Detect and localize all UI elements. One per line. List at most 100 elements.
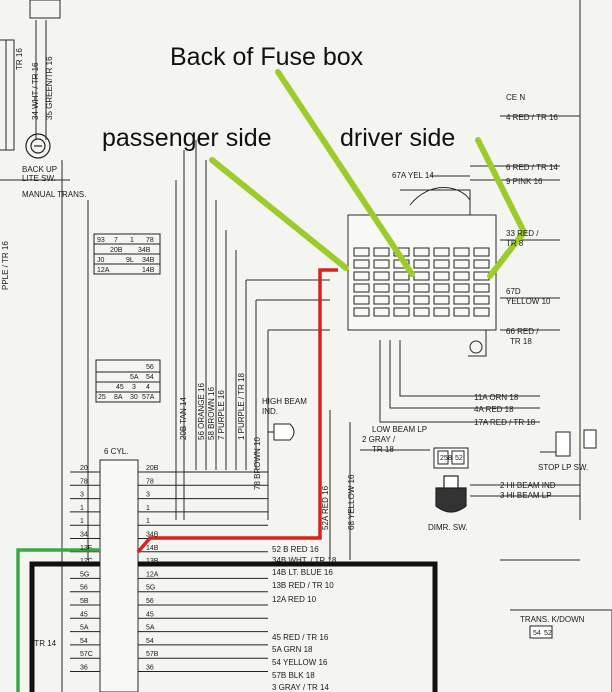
pin-label-right: 34B	[146, 532, 159, 539]
fuse-cell	[433, 283, 450, 293]
label-red33b: TR 8	[506, 239, 524, 248]
pin-label-right: 5G	[146, 585, 155, 592]
pin-label-left: 13F	[80, 545, 92, 552]
relay-r3c: 34B	[142, 257, 155, 264]
pin-label-right: 57B	[146, 651, 159, 658]
label-yellow: 68 YELLOW 16	[347, 474, 356, 530]
label-cyl: 6 CYL.	[104, 447, 128, 456]
fuse-cell	[373, 295, 390, 305]
pin-label-left: 34	[80, 532, 88, 539]
label-hib2: 3 HI BEAM LP	[500, 491, 552, 500]
label-orn: 11A ORN 18	[474, 393, 519, 402]
backup-line1: BACK UP	[22, 165, 57, 174]
fuse-cell	[433, 259, 450, 269]
relay-r8c: 30	[130, 394, 138, 401]
relay-r7: 45	[116, 384, 124, 391]
pin-label-right: 3	[146, 492, 150, 499]
label-red33a: 33 RED /	[506, 229, 539, 238]
fuse-cell	[413, 295, 430, 305]
fuse-cell	[453, 295, 470, 305]
label-high2: IND.	[262, 407, 278, 416]
label-b1: 52 B RED 16	[272, 545, 319, 554]
dimmer-switch	[435, 475, 467, 513]
pin-label-right: 14B	[146, 545, 159, 552]
label-trans: TRANS. K/DOWN	[520, 615, 585, 624]
fuse-box-grid	[353, 247, 490, 317]
relay-r6: 5A	[130, 374, 139, 381]
relay-r6b: 54	[146, 374, 154, 381]
label-red16: 4 RED / TR 16	[506, 113, 558, 122]
label-high1: HIGH BEAM	[262, 397, 307, 406]
relay-r3: J0	[97, 257, 105, 264]
pin-label-left: 5G	[80, 571, 89, 578]
black-wire	[138, 561, 438, 692]
label-b9: 57B BLK 18	[272, 671, 315, 680]
fuse-cell	[453, 271, 470, 281]
trans-kickdown-connector	[529, 625, 553, 639]
relay-r2b: 34B	[138, 247, 151, 254]
fuse-cell	[453, 259, 470, 269]
label-orange: 56 ORANGE 16	[197, 383, 206, 440]
pin-label-left: 36	[80, 665, 88, 672]
relay-r2: 20B	[110, 247, 123, 254]
fuse-cell	[413, 247, 430, 257]
fuse-cell	[373, 247, 390, 257]
label-yel14: 67A YEL 14	[392, 171, 434, 180]
fuse-cell	[473, 295, 490, 305]
fuse-cell	[473, 259, 490, 269]
relay-r5: 56	[146, 364, 154, 371]
label-t1: 54	[533, 630, 541, 637]
label-cen: CE N	[506, 93, 525, 102]
label-red14: 6 RED / TR 14	[506, 163, 558, 172]
label-67d: 67D	[506, 287, 521, 296]
label-brown10: 78 BROWN 10	[253, 437, 262, 490]
label-66b: TR 18	[510, 337, 532, 346]
relay-r1c: 1	[130, 237, 134, 244]
label-dimr: DIMR. SW.	[428, 523, 468, 532]
label-c3: 52	[455, 455, 463, 462]
fuse-cell	[453, 283, 470, 293]
pin-label-right: 54	[146, 638, 154, 645]
fuse-cell	[393, 295, 410, 305]
pin-label-left: 20	[80, 465, 88, 472]
fuse-cell	[393, 271, 410, 281]
fuse-cell	[353, 307, 370, 317]
label-w34: 34 WHT / TR 16	[31, 62, 40, 120]
pin-label-right: 36	[146, 665, 154, 672]
pin-label-left: 56	[80, 585, 88, 592]
fuse-cell	[353, 259, 370, 269]
label-b10: 3 GRAY / TR 14	[272, 683, 329, 692]
relay-block-top	[93, 233, 161, 275]
fuse-cell	[373, 283, 390, 293]
fuse-cell	[453, 247, 470, 257]
relay-r4: 12A	[97, 267, 110, 274]
pointer-passenger	[209, 157, 349, 271]
relay-r3b: 9L	[126, 257, 134, 264]
pin-label-right: 78	[146, 478, 154, 485]
fuse-cell	[473, 307, 490, 317]
fuse-cell	[393, 307, 410, 317]
highlighted-wires	[16, 268, 438, 692]
label-left-tr14: / TR 14	[30, 639, 57, 648]
green-wire	[16, 548, 100, 692]
backup-line3: MANUAL TRANS.	[22, 190, 86, 199]
fuse-cell	[473, 247, 490, 257]
pin-label-right: 13B	[146, 558, 159, 565]
relay-block-bottom	[95, 359, 161, 403]
label-yellow10: YELLOW 10	[506, 297, 551, 306]
pin-label-left: 3	[80, 492, 84, 499]
label-hib1: 2 HI BEAM IND	[500, 481, 556, 490]
fuse-cell	[413, 283, 430, 293]
fuse-cell	[433, 307, 450, 317]
relay-r1d: 78	[146, 237, 154, 244]
label-b2: 34B WHT. / TR 18	[272, 556, 337, 565]
pin-label-right: 12A	[146, 571, 159, 578]
pin-label-left: 5B	[80, 598, 89, 605]
label-tan: 20B TAN 14	[179, 397, 188, 440]
pin-label-left: 78	[80, 478, 88, 485]
fuse-cell	[353, 295, 370, 305]
label-b6: 45 RED / TR 16	[272, 633, 329, 642]
relay-r1b: 7	[114, 237, 118, 244]
